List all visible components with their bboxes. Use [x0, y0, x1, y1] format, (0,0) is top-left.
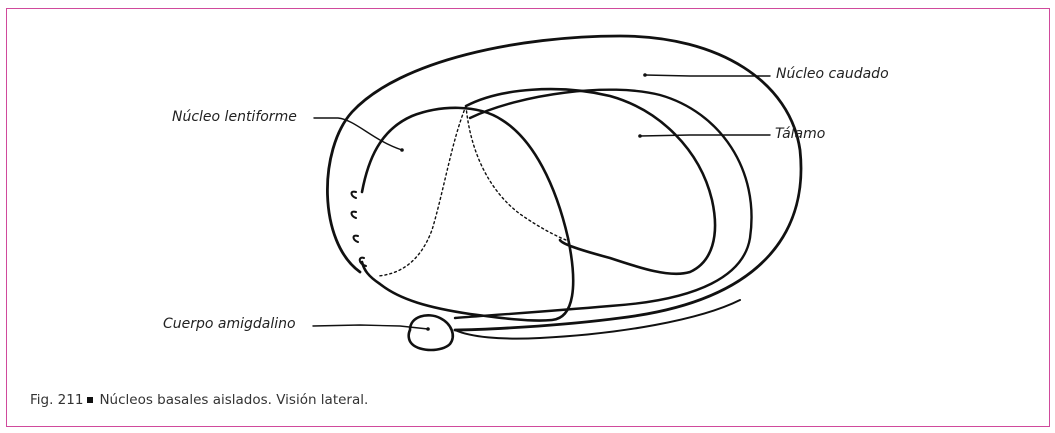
label-nucleo-lentiforme: Núcleo lentiforme [172, 108, 297, 126]
striation-mark-1 [352, 192, 357, 198]
striation-mark-3 [354, 236, 359, 242]
leader-talamo [640, 135, 770, 136]
caudate-tail-lower [455, 300, 740, 339]
figure-caption: Fig. 211 Núcleos basales aislados. Visión… [30, 391, 368, 409]
caudate-outer-outline [327, 36, 801, 330]
dotted-boundary-1 [378, 106, 466, 276]
caption-number: Fig. 211 [30, 392, 83, 408]
amygdala-outline [409, 315, 453, 350]
caption-text: Núcleos basales aislados. Visión lateral… [99, 392, 368, 408]
striation-mark-2 [352, 212, 357, 218]
leader-dot-caudado [643, 73, 647, 77]
dotted-boundary-2 [466, 106, 566, 240]
caudate-inner-outline [455, 90, 752, 318]
leader-caudado [645, 75, 770, 76]
leader-dot-talamo [638, 134, 642, 138]
caption-bullet-icon [87, 397, 93, 403]
label-talamo: Tálamo [775, 125, 825, 143]
label-nucleo-caudado: Núcleo caudado [776, 65, 889, 83]
leader-dot-amigdalino [426, 327, 430, 331]
thalamus-outline [466, 89, 715, 274]
label-cuerpo-amigdalino: Cuerpo amigdalino [163, 315, 296, 333]
leader-dot-lentiforme [400, 148, 404, 152]
lentiform-outline [362, 108, 573, 321]
leader-lentiforme [314, 118, 402, 150]
